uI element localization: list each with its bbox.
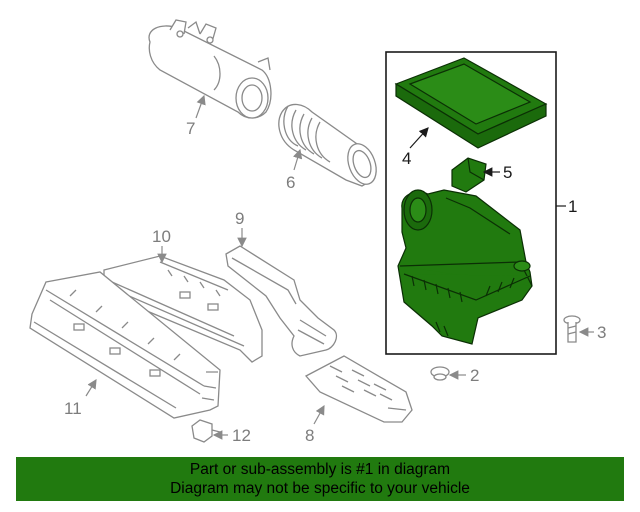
part-5-maf-sensor[interactable] <box>451 157 487 193</box>
callout-11[interactable]: 11 <box>64 399 82 418</box>
callout-labels: 7 6 4 5 1 9 10 3 2 11 8 12 <box>64 119 606 445</box>
part-12-clip[interactable] <box>191 419 221 443</box>
part-2-grommet[interactable] <box>430 366 450 381</box>
part-1-air-cleaner-housing[interactable] <box>397 189 533 345</box>
callout-7[interactable]: 7 <box>186 119 195 138</box>
part-8-lower-duct[interactable] <box>304 355 413 423</box>
part-3-bolt[interactable] <box>563 315 581 343</box>
callout-1[interactable]: 1 <box>568 197 577 216</box>
callout-10[interactable]: 10 <box>152 227 171 246</box>
parts-diagram: 7 6 4 5 1 9 10 3 2 11 8 12 <box>29 19 606 445</box>
callout-12[interactable]: 12 <box>232 426 251 445</box>
part-7-resonator[interactable] <box>148 19 272 119</box>
callout-8[interactable]: 8 <box>305 426 314 445</box>
leader-lines <box>85 94 594 440</box>
part-6-intake-hose[interactable] <box>278 103 382 188</box>
callout-6[interactable]: 6 <box>286 173 295 192</box>
callout-5[interactable]: 5 <box>503 163 512 182</box>
part-4-air-filter[interactable] <box>394 57 548 149</box>
banner-line-2: Diagram may not be specific to your vehi… <box>170 480 470 497</box>
part-9-air-duct[interactable] <box>225 245 338 357</box>
part-11-lower-panel[interactable] <box>29 271 221 419</box>
banner-line-1: Part or sub-assembly is #1 in diagram <box>189 461 451 478</box>
callout-3[interactable]: 3 <box>597 323 606 342</box>
assembly-box <box>385 51 557 355</box>
info-banner: Part or sub-assembly is #1 in diagram Di… <box>16 457 624 501</box>
callout-4[interactable]: 4 <box>402 149 411 168</box>
callout-9[interactable]: 9 <box>235 209 244 228</box>
callout-2[interactable]: 2 <box>470 366 479 385</box>
